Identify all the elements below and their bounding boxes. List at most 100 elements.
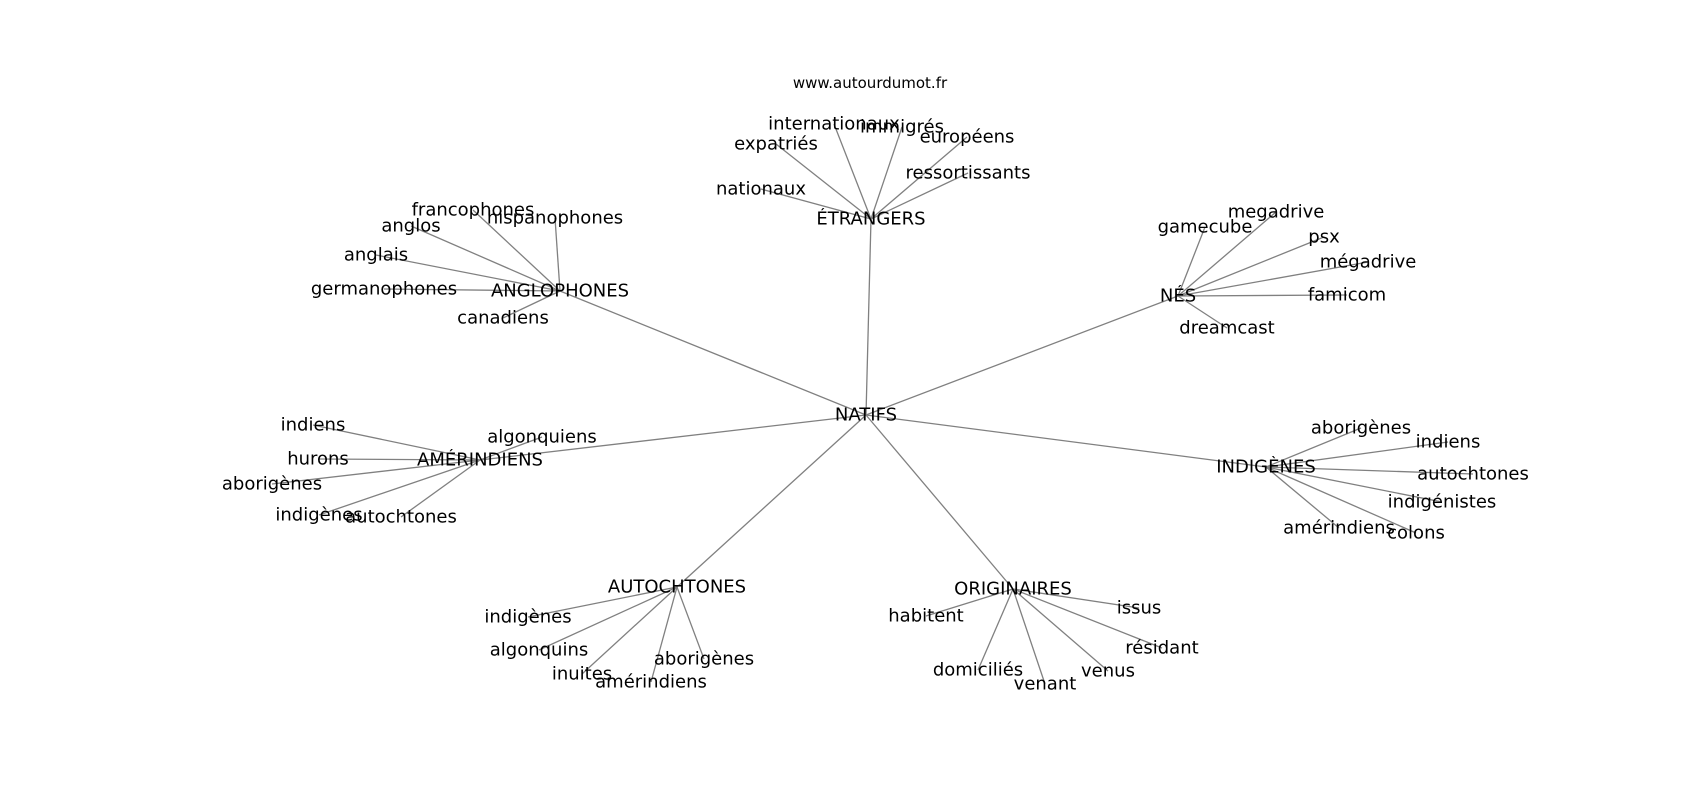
node-leaf-hispanophones: hispanophones bbox=[487, 208, 623, 229]
node-leaf-indigenes: indigènes bbox=[275, 505, 362, 526]
edge-anglophones-francophones bbox=[472, 209, 561, 292]
edges-layer bbox=[271, 123, 1474, 685]
edge-autochtones-amerindiens bbox=[650, 586, 678, 683]
edge-autochtones-inuites bbox=[581, 586, 678, 675]
edge-originaires-venus bbox=[1012, 588, 1109, 672]
edge-etrangers-ressortissants bbox=[870, 172, 969, 220]
node-leaf-indigenistes: indigénistes bbox=[1388, 492, 1497, 513]
edge-nes-dreamcast bbox=[1177, 295, 1228, 329]
edge-originaires-habitent bbox=[925, 588, 1014, 617]
node-leaf-immigres: immigrés bbox=[860, 117, 944, 138]
edge-indigenes-amerindiens bbox=[1265, 466, 1340, 529]
edge-etrangers-internationaux bbox=[833, 123, 872, 220]
edge-anglophones-anglais bbox=[375, 254, 561, 292]
node-leaf-aborigenes: aborigènes bbox=[222, 474, 322, 495]
node-leaf-megadrive: megadrive bbox=[1228, 202, 1325, 223]
node-leaf-europeens: européens bbox=[920, 127, 1015, 148]
edge-originaires-domicilies bbox=[977, 588, 1014, 671]
node-leaf-germanophones: germanophones bbox=[311, 279, 457, 300]
node-leaf-venus: venus bbox=[1081, 661, 1135, 682]
edge-root-nes bbox=[865, 295, 1179, 416]
edge-indigenes-colons bbox=[1265, 466, 1417, 534]
edge-anglophones-hispanophones bbox=[554, 217, 561, 292]
node-leaf-indigenes: indigènes bbox=[484, 607, 571, 628]
node-leaf-colons: colons bbox=[1387, 523, 1445, 544]
edge-autochtones-algonquins bbox=[538, 586, 678, 651]
node-leaf-amerindiens: amérindiens bbox=[595, 672, 707, 693]
edge-root-etrangers bbox=[865, 218, 872, 416]
node-leaf-hurons: hurons bbox=[287, 449, 349, 470]
edge-autochtones-indigenes bbox=[527, 586, 678, 618]
node-group-indigenes: INDIGÈNES bbox=[1216, 456, 1316, 478]
node-root: NATIFS bbox=[835, 405, 897, 426]
edge-indigenes-autochtones bbox=[1265, 466, 1474, 475]
edge-originaires-issus bbox=[1012, 588, 1140, 609]
node-leaf-canadiens: canadiens bbox=[457, 308, 549, 329]
edge-etrangers-nationaux bbox=[760, 188, 872, 220]
node-group-anglophones: ANGLOPHONES bbox=[491, 281, 629, 302]
node-leaf-venant: venant bbox=[1014, 674, 1077, 695]
edge-root-originaires bbox=[865, 414, 1014, 590]
edge-nes-gamecube bbox=[1177, 226, 1206, 297]
edge-amerindiens-indiens bbox=[312, 424, 481, 461]
node-leaf-psx: psx bbox=[1308, 227, 1340, 248]
site-url: www.autourdumot.fr bbox=[793, 74, 948, 92]
node-group-autochtones: AUTOCHTONES bbox=[608, 577, 746, 598]
edge-anglophones-canadiens bbox=[502, 290, 561, 319]
node-leaf-megadrive: mégadrive bbox=[1320, 252, 1417, 273]
edge-root-amerindiens bbox=[479, 414, 867, 461]
edge-nes-megadrive bbox=[1177, 261, 1369, 297]
node-leaf-inuites: inuites bbox=[552, 664, 612, 685]
edge-etrangers-immigres bbox=[870, 126, 903, 220]
edge-etrangers-europeens bbox=[870, 136, 968, 220]
edge-nes-psx bbox=[1177, 236, 1325, 297]
node-leaf-anglais: anglais bbox=[344, 245, 408, 266]
node-group-amerindiens: AMÉRINDIENS bbox=[417, 449, 543, 471]
node-leaf-autochtones: autochtones bbox=[1417, 464, 1529, 485]
node-leaf-francophones: francophones bbox=[412, 200, 535, 221]
node-leaf-dreamcast: dreamcast bbox=[1179, 318, 1274, 339]
node-leaf-algonquiens: algonquiens bbox=[487, 427, 597, 448]
node-leaf-issus: issus bbox=[1117, 598, 1162, 619]
edge-anglophones-anglos bbox=[410, 225, 561, 292]
edge-amerindiens-hurons bbox=[317, 458, 481, 461]
node-leaf-habitent: habitent bbox=[888, 606, 963, 627]
edge-etrangers-expatries bbox=[775, 143, 872, 220]
node-group-etrangers: ÉTRANGERS bbox=[816, 208, 925, 230]
edge-root-indigenes bbox=[865, 414, 1267, 468]
edge-anglophones-germanophones bbox=[383, 288, 561, 292]
node-leaf-aborigenes: aborigènes bbox=[654, 649, 754, 670]
node-leaf-aborigenes: aborigènes bbox=[1311, 418, 1411, 439]
edge-amerindiens-indigenes bbox=[318, 459, 481, 516]
node-leaf-internationaux: internationaux bbox=[768, 114, 900, 135]
edge-nes-megadrive bbox=[1177, 211, 1277, 297]
node-leaf-domicilies: domiciliés bbox=[933, 660, 1023, 681]
node-leaf-nationaux: nationaux bbox=[716, 179, 806, 200]
node-leaf-ressortissants: ressortissants bbox=[906, 163, 1031, 184]
edge-originaires-residant bbox=[1012, 588, 1163, 649]
node-leaf-indiens: indiens bbox=[1416, 432, 1481, 453]
node-group-originaires: ORIGINAIRES bbox=[954, 579, 1072, 600]
node-leaf-gamecube: gamecube bbox=[1158, 217, 1253, 238]
edge-root-anglophones bbox=[559, 290, 867, 416]
edge-originaires-venant bbox=[1012, 588, 1046, 685]
edge-amerindiens-autochtones bbox=[400, 459, 481, 518]
node-leaf-algonquins: algonquins bbox=[490, 640, 589, 661]
node-leaf-indiens: indiens bbox=[281, 415, 346, 436]
edge-amerindiens-aborigenes bbox=[271, 459, 481, 485]
node-leaf-residant: résidant bbox=[1125, 638, 1198, 659]
edge-indigenes-aborigenes bbox=[1265, 427, 1362, 468]
node-leaf-expatries: expatriés bbox=[734, 134, 818, 155]
edge-nes-famicom bbox=[1177, 294, 1348, 297]
node-leaf-famicom: famicom bbox=[1308, 285, 1386, 306]
edge-amerindiens-algonquiens bbox=[479, 436, 543, 461]
node-group-nes: NÉS bbox=[1160, 285, 1196, 307]
node-leaf-amerindiens: amérindiens bbox=[1283, 518, 1395, 539]
edge-indigenes-indigenistes bbox=[1265, 466, 1443, 503]
edge-indigenes-indiens bbox=[1265, 441, 1449, 468]
node-leaf-autochtones: autochtones bbox=[345, 507, 457, 528]
edge-root-autochtones bbox=[676, 414, 867, 588]
node-leaf-anglos: anglos bbox=[381, 216, 440, 237]
edge-autochtones-aborigenes bbox=[676, 586, 705, 660]
